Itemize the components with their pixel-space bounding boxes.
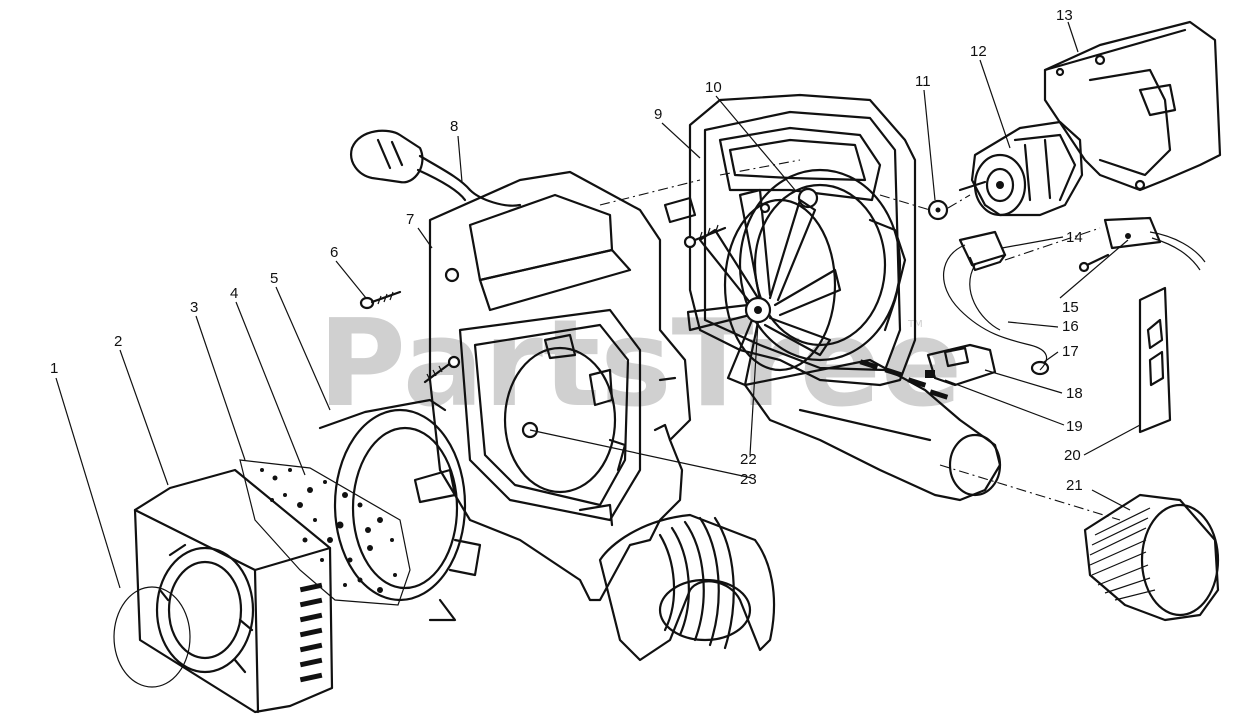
callout-10: 10 [705, 79, 722, 96]
leader-lines [55, 21, 1141, 589]
part-14-switch [958, 230, 1007, 272]
callout-14: 14 [1066, 229, 1083, 246]
callout-5: 5 [270, 270, 278, 287]
callout-12: 12 [970, 43, 987, 60]
callout-16: 16 [1062, 318, 1079, 335]
blower-tube [598, 513, 776, 662]
callout-19: 19 [1066, 418, 1083, 435]
callout-1: 1 [50, 360, 58, 377]
fan-housing [688, 93, 917, 387]
callout-17: 17 [1062, 343, 1079, 360]
part-11-washer [927, 199, 949, 221]
callout-9: 9 [654, 106, 662, 123]
callout-23: 23 [740, 471, 757, 488]
callout-7: 7 [406, 211, 414, 228]
part-8-power-cord [350, 129, 522, 207]
callout-6: 6 [330, 244, 338, 261]
callout-15: 15 [1062, 299, 1079, 316]
callout-8: 8 [450, 118, 458, 135]
part-1-filter-disc [113, 586, 191, 688]
callout-13: 13 [1056, 7, 1073, 24]
fan-clip-parts [663, 196, 727, 249]
part-16-17-wiring [943, 244, 1050, 376]
part-20-nozzle-clip [1138, 286, 1172, 434]
assembly-lines [599, 159, 1121, 521]
callout-4: 4 [230, 285, 238, 302]
part-6-screw [359, 290, 402, 310]
callout-2: 2 [114, 333, 122, 350]
callout-18: 18 [1066, 385, 1083, 402]
part-15-plate-screw [1078, 216, 1206, 273]
part-18-19-connector [925, 343, 997, 387]
part-7-main-housing [428, 170, 692, 602]
callout-20: 20 [1064, 447, 1081, 464]
callout-11: 11 [915, 73, 931, 90]
part-13-motor-cover [1043, 20, 1222, 192]
part-3-4-foam-filter [239, 459, 411, 606]
part-2-intake-cover [133, 468, 334, 714]
callout-3: 3 [190, 299, 198, 316]
part-21-nozzle-tip [1083, 493, 1220, 622]
callout-labels: 1 2 3 4 5 6 7 8 9 10 11 12 13 14 15 16 1… [50, 7, 1083, 494]
callout-21: 21 [1066, 477, 1083, 494]
part-12-motor [958, 120, 1084, 217]
callout-22: 22 [740, 451, 757, 468]
housing-screw [423, 355, 461, 384]
blower-nozzle [743, 358, 1002, 502]
